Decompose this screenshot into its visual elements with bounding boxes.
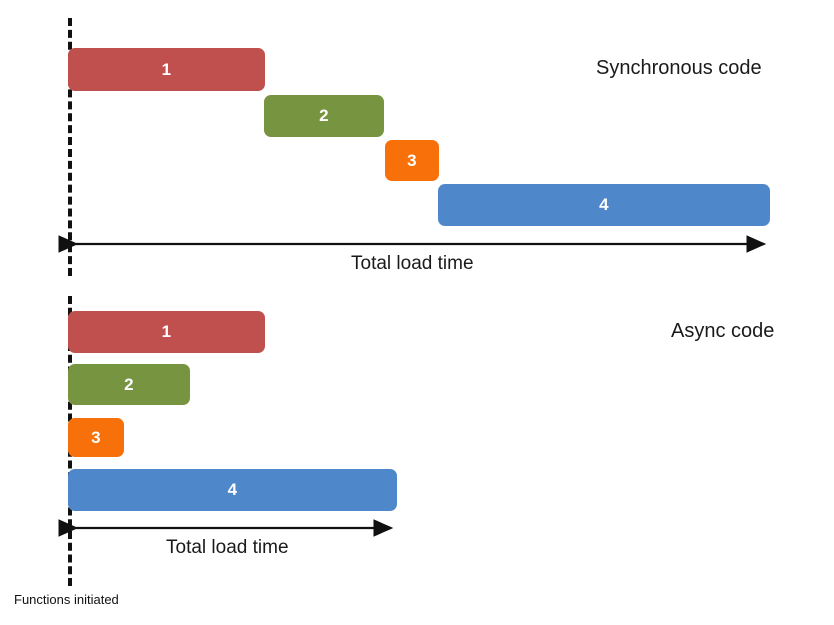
- functions-initiated-line-top: [68, 18, 72, 276]
- sync-total-load-time-label: Total load time: [351, 253, 474, 274]
- sync-bar-2: 2: [264, 95, 384, 137]
- sync-bar-2-label: 2: [319, 106, 329, 125]
- async-bar-4: 4: [68, 469, 397, 511]
- sync-bar-4-label: 4: [599, 195, 609, 214]
- async-total-load-time-arrow: [58, 519, 394, 537]
- sync-bar-3: 3: [385, 140, 439, 181]
- sync-bar-1-label: 1: [161, 59, 172, 79]
- async-bar-3-label: 3: [91, 427, 101, 447]
- async-bar-2: 2: [68, 364, 190, 405]
- async-bar-4-label: 4: [227, 480, 238, 499]
- sync-total-load-time-arrow: [58, 235, 767, 253]
- async-bar-1-label: 1: [161, 322, 172, 341]
- async-bar-3: 3: [68, 418, 124, 457]
- sync-bar-4: 4: [438, 184, 770, 226]
- async-bar-1: 1: [68, 311, 265, 353]
- async-code-title: Async code: [671, 320, 775, 342]
- functions-initiated-label: Functions initiated: [14, 592, 119, 607]
- synchronous-code-title: Synchronous code: [596, 57, 762, 79]
- async-total-load-time-label: Total load time: [166, 537, 289, 558]
- sync-bar-1: 1: [68, 48, 265, 91]
- sync-bar-3-label: 3: [407, 150, 417, 170]
- async-bar-2-label: 2: [124, 374, 134, 394]
